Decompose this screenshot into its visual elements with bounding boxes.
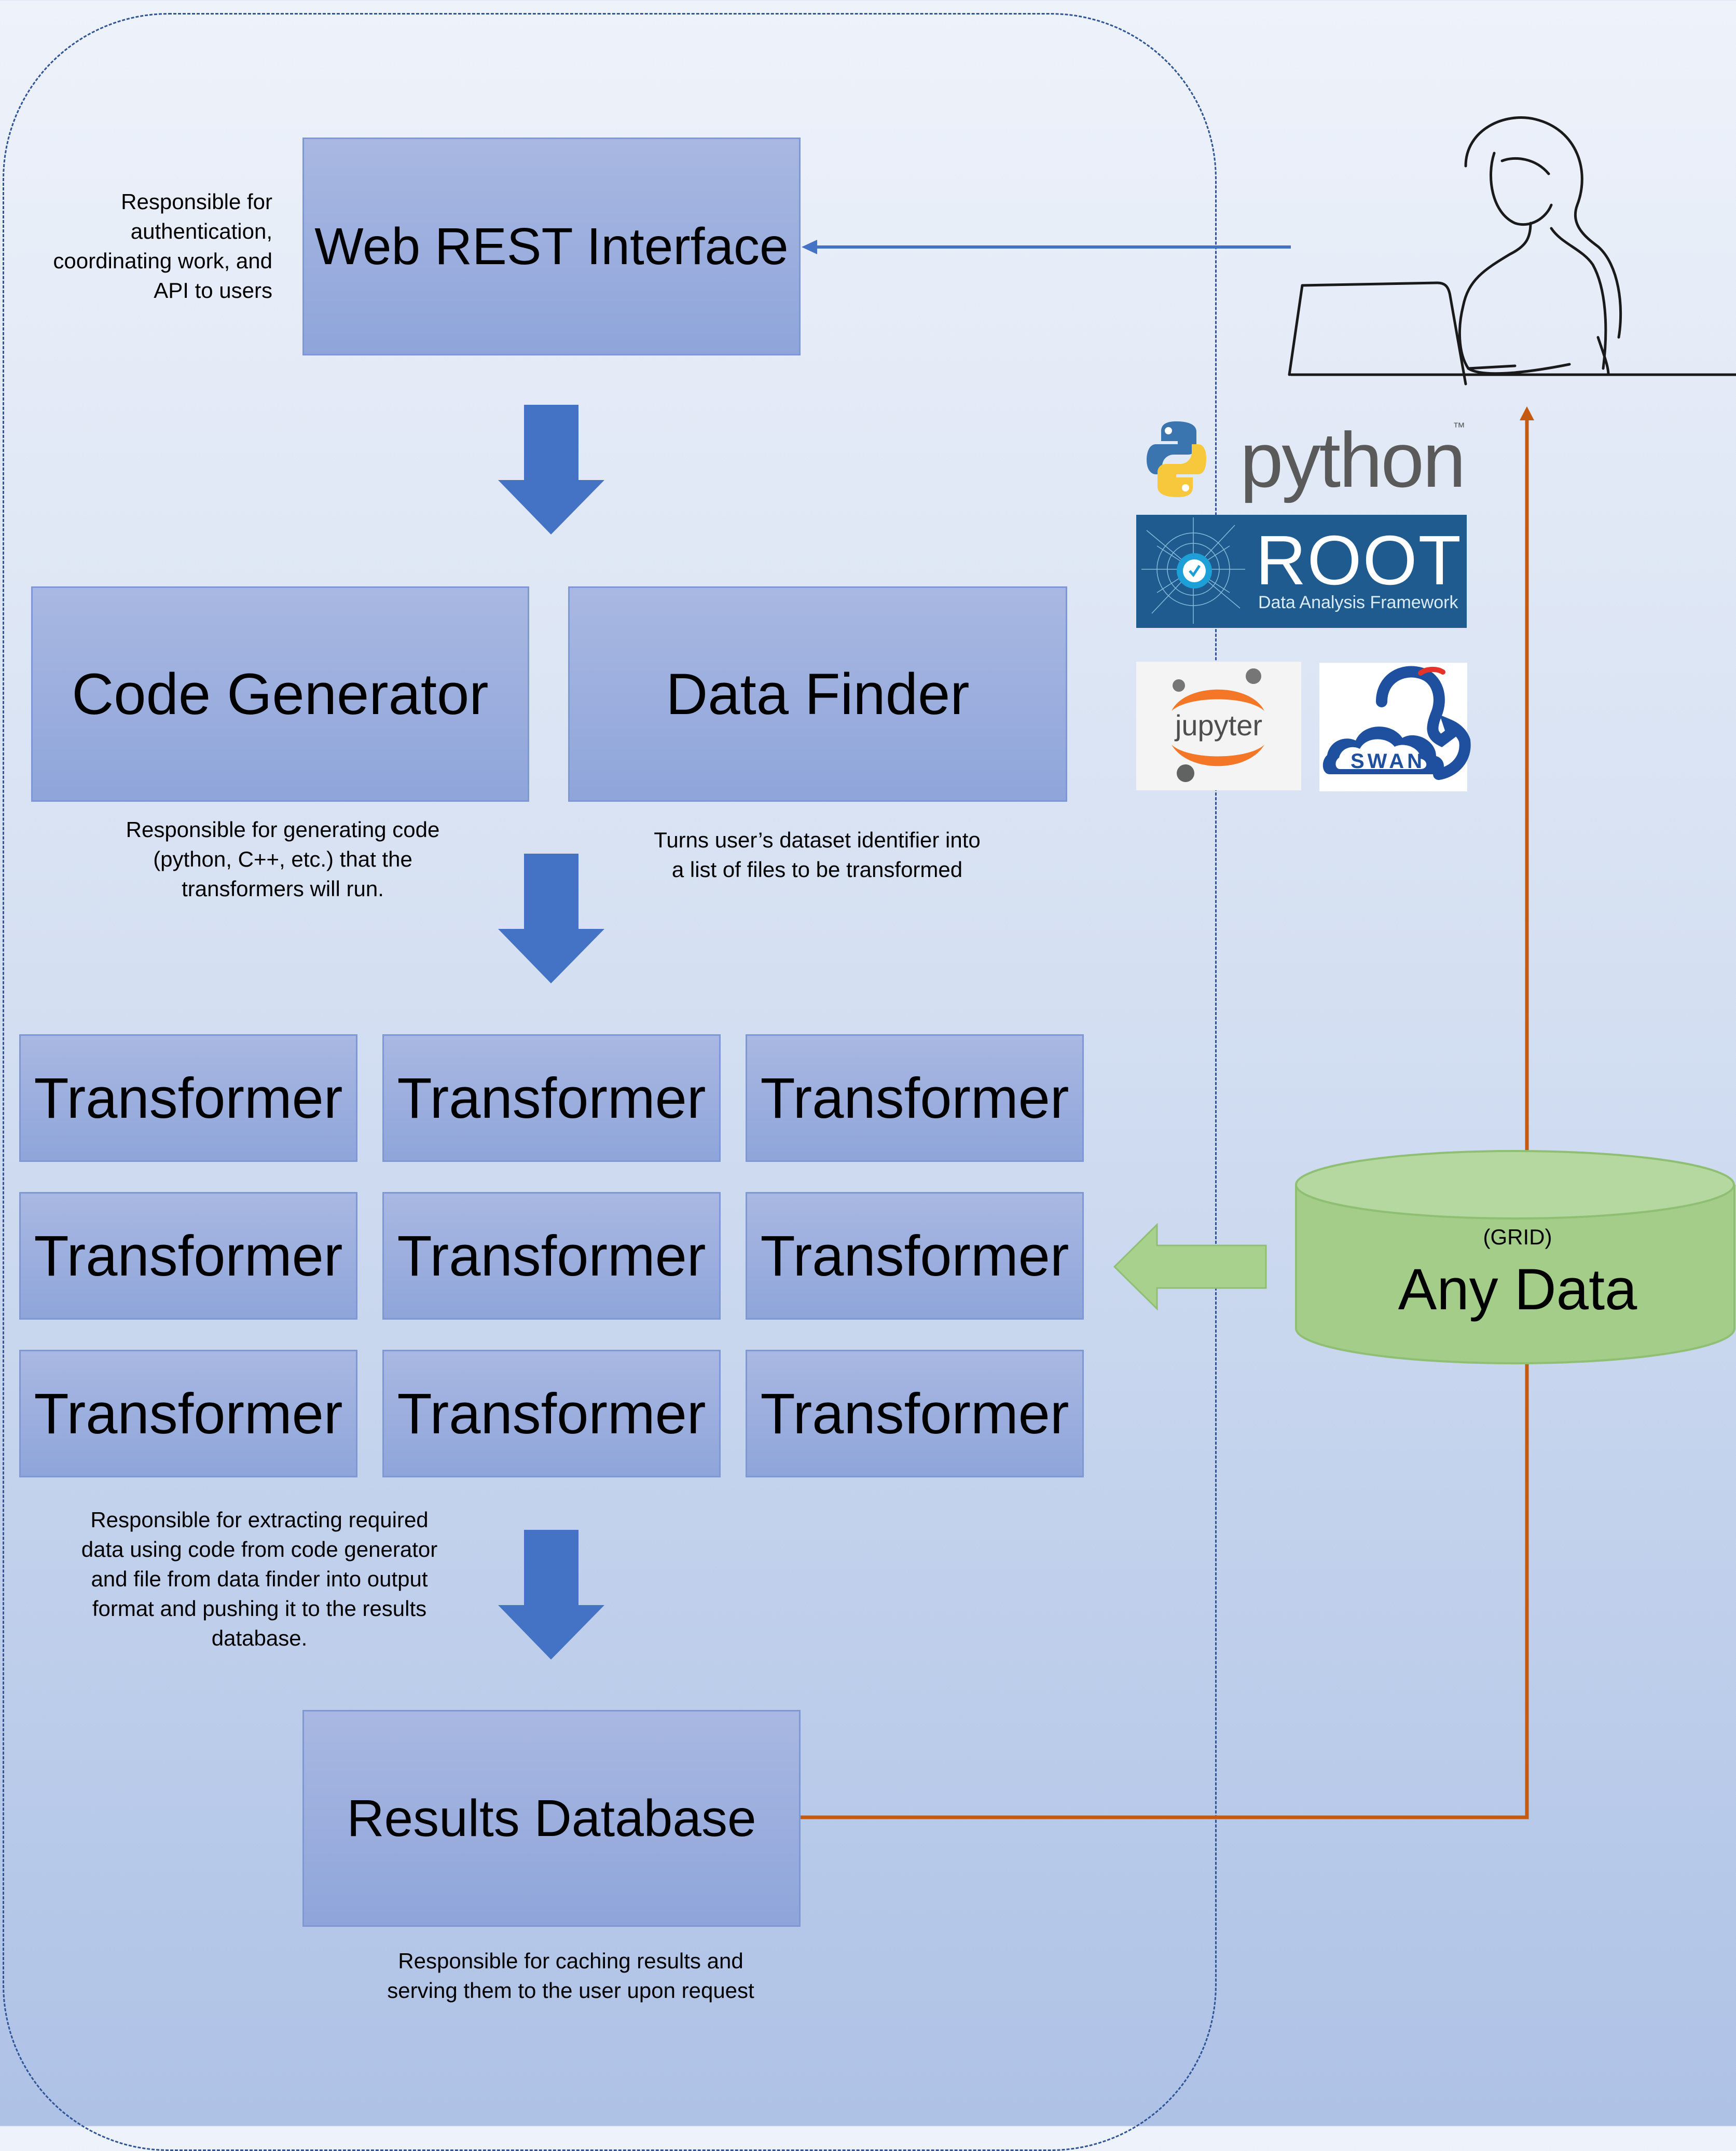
python-snake-icon [1147, 421, 1206, 497]
transformer-box[interactable]: Transformer [746, 1350, 1084, 1477]
transformer-box[interactable]: Transformer [19, 1350, 357, 1477]
down-arrow-3 [498, 1530, 604, 1660]
down-arrow-2 [498, 854, 604, 983]
root-emblem-icon [1141, 517, 1245, 624]
transformer-label: Transformer [397, 1066, 706, 1130]
code-generator-label: Code Generator [72, 662, 489, 727]
jupyter-logo: jupyter [1136, 662, 1301, 790]
root-logo: ROOT Data Analysis Framework [1136, 515, 1467, 628]
results-database-box[interactable]: Results Database [302, 1710, 801, 1927]
data-flow-left-arrow [1113, 1223, 1267, 1311]
web-rest-interface-box[interactable]: Web REST Interface [302, 138, 801, 355]
swan-wordmark: SWAN [1351, 750, 1425, 773]
code-generator-note: Responsible for generating code (python,… [126, 817, 440, 901]
transformer-label: Transformer [760, 1224, 1069, 1288]
transformer-label: Transformer [397, 1381, 706, 1446]
transformer-box[interactable]: Transformer [19, 1034, 357, 1162]
user-at-laptop-icon [1288, 116, 1736, 386]
transformer-box[interactable]: Transformer [382, 1350, 721, 1477]
python-logo: python ™ [1147, 416, 1468, 503]
jupyter-wordmark: jupyter [1175, 709, 1263, 742]
data-finder-note: Turns user’s dataset identifier into a l… [654, 828, 981, 882]
code-generator-box[interactable]: Code Generator [31, 586, 529, 802]
transformer-box[interactable]: Transformer [382, 1034, 721, 1162]
python-wordmark: python [1240, 416, 1466, 503]
data-finder-box[interactable]: Data Finder [568, 586, 1067, 802]
down-arrow-1 [498, 405, 604, 535]
transformers-note: Responsible for extracting required data… [81, 1508, 438, 1650]
transformer-label: Transformer [760, 1381, 1069, 1446]
transformer-label: Transformer [34, 1224, 343, 1288]
data-finder-label: Data Finder [666, 662, 970, 727]
root-wordmark: ROOT [1256, 521, 1462, 599]
transformer-box[interactable]: Transformer [382, 1192, 721, 1320]
root-subtitle: Data Analysis Framework [1258, 593, 1458, 612]
transformer-label: Transformer [397, 1224, 706, 1288]
any-data-title: Any Data [1398, 1257, 1637, 1322]
any-data-small-label: (GRID) [1483, 1225, 1552, 1249]
transformer-label: Transformer [34, 1381, 343, 1446]
transformer-box[interactable]: Transformer [746, 1034, 1084, 1162]
swan-logo: SWAN [1319, 663, 1471, 791]
transformer-box[interactable]: Transformer [19, 1192, 357, 1320]
swan-icon [1322, 666, 1471, 780]
web-rest-note: Responsible for authentication, coordina… [53, 189, 272, 303]
web-rest-interface-label: Web REST Interface [314, 217, 789, 276]
transformer-label: Transformer [760, 1066, 1069, 1130]
results-database-note: Responsible for caching results and serv… [387, 1949, 754, 2003]
python-tm: ™ [1453, 420, 1465, 434]
results-database-label: Results Database [347, 1789, 756, 1847]
transformer-box[interactable]: Transformer [746, 1192, 1084, 1320]
jupyter-icon [1172, 668, 1264, 782]
transformer-label: Transformer [34, 1066, 343, 1130]
any-data-cylinder[interactable] [1294, 1149, 1736, 1365]
